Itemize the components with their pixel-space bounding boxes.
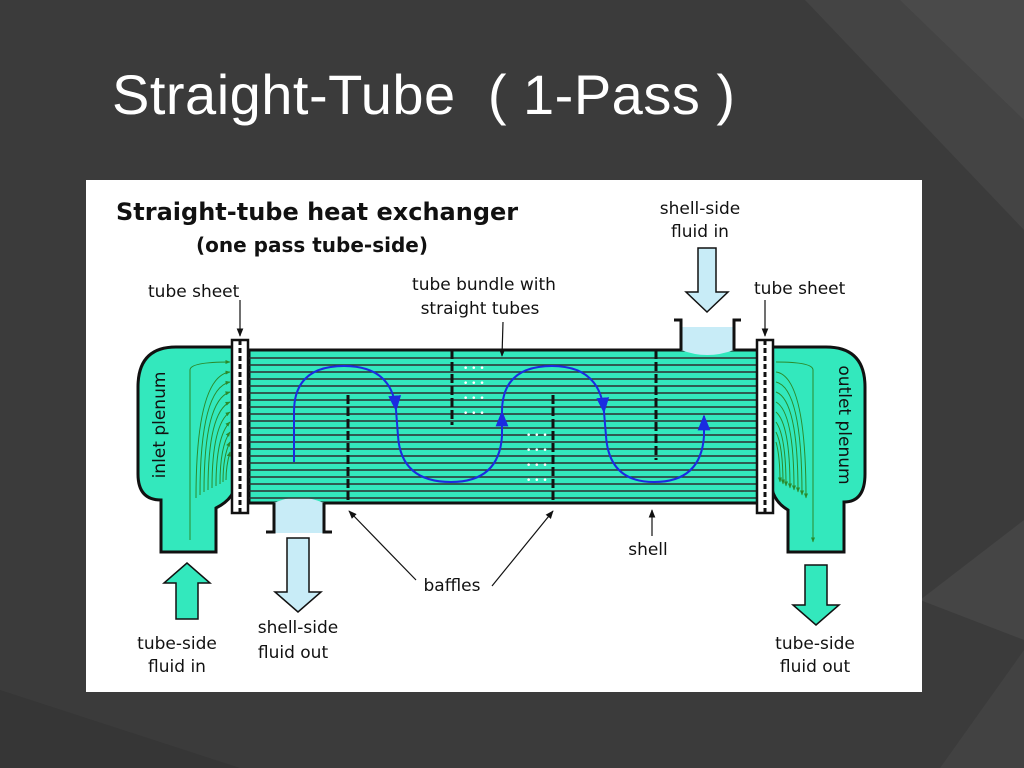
shell-side-out-arrow <box>272 537 324 613</box>
shell-side-in-arrow <box>684 247 730 314</box>
baffles <box>346 350 658 503</box>
shell-body <box>247 348 761 505</box>
svg-text:• • •: • • • <box>526 431 548 441</box>
label-tube-bundle-line2: straight tubes <box>421 299 540 319</box>
baffle-gap-flow: • • • • • • • • • • • • • • • • • • • • • • … <box>463 364 548 486</box>
outlet-plenum-flow <box>775 361 815 543</box>
inlet-plenum <box>136 345 238 554</box>
label-baffles: baffles <box>424 576 481 596</box>
label-tube-sheet-left: tube sheet <box>148 282 240 302</box>
label-shell-side-in-line2: fluid in <box>671 222 729 242</box>
inlet-plenum-flow <box>189 360 231 540</box>
shell-side-flow-path <box>293 364 711 484</box>
slide-title: Straight-Tube ( 1-Pass ) <box>112 63 736 126</box>
svg-text:• • •: • • • <box>463 379 485 389</box>
shell-side-outlet-nozzle <box>274 497 324 533</box>
svg-text:• • •: • • • <box>463 394 485 404</box>
heat-exchanger-diagram: Straight-tube heat exchanger (one pass t… <box>116 198 867 677</box>
label-shell-side-out-line2: fluid out <box>258 643 329 663</box>
label-tube-side-out-line2: fluid out <box>780 657 851 677</box>
outlet-plenum <box>769 345 867 554</box>
label-shell: shell <box>628 540 668 560</box>
label-pointers <box>236 300 769 587</box>
label-outlet-plenum: outlet plenum <box>834 365 854 484</box>
label-tube-bundle-line1: tube bundle with <box>412 275 556 295</box>
tube-side-out-arrow <box>790 564 842 626</box>
tube-sheet-right <box>755 338 775 515</box>
label-tube-side-in-line2: fluid in <box>148 657 206 677</box>
svg-text:• • •: • • • <box>526 446 548 456</box>
label-shell-side-in-line1: shell-side <box>660 199 741 219</box>
svg-text:• • •: • • • <box>526 476 548 486</box>
label-tube-side-in-line1: tube-side <box>137 634 217 654</box>
label-tube-sheet-right: tube sheet <box>754 279 846 299</box>
label-inlet-plenum: inlet plenum <box>150 372 170 479</box>
svg-text:• • •: • • • <box>463 409 485 419</box>
label-shell-side-out-line1: shell-side <box>258 618 339 638</box>
diagram-subtitle: (one pass tube-side) <box>196 233 428 257</box>
tube-bundle <box>236 357 771 499</box>
svg-text:• • •: • • • <box>463 364 485 374</box>
shell-side-inlet-nozzle <box>681 327 734 355</box>
diagram-panel: Straight-tube heat exchanger (one pass t… <box>86 180 922 692</box>
tube-side-in-arrow <box>161 562 213 620</box>
tube-sheet-left <box>230 338 250 515</box>
label-tube-side-out-line1: tube-side <box>775 634 855 654</box>
diagram-title: Straight-tube heat exchanger <box>116 198 518 226</box>
svg-text:• • •: • • • <box>526 461 548 471</box>
